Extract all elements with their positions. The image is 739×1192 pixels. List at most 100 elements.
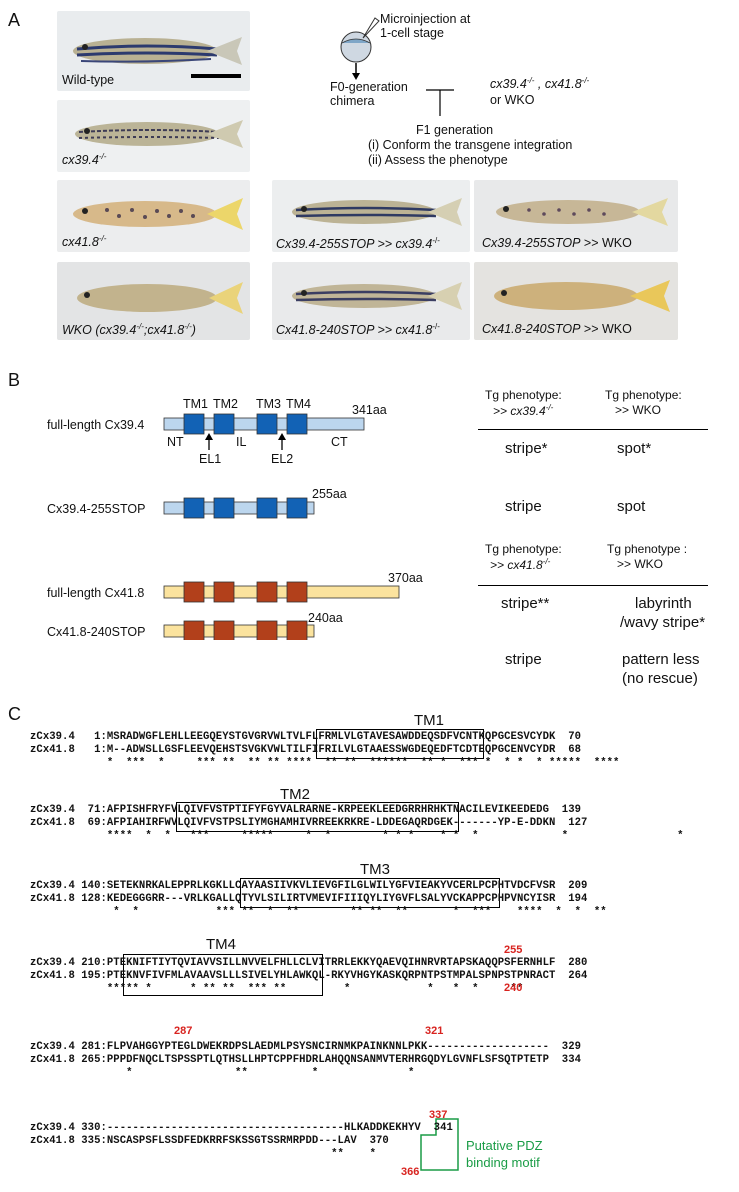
mut-label-337: 337: [429, 1109, 448, 1121]
t1-r1c1: stripe*: [505, 440, 548, 457]
seq-b3-l2: zCx41.8 128:KEDEGGGRR---VRLKGALLQTYVLSIL…: [30, 893, 588, 905]
seq-b2-l3: **** * * *** ***** * * * * * * * * * *: [30, 830, 684, 842]
label-rescue-1: Cx39.4-255STOP >> cx39.4-/-: [276, 236, 440, 252]
scheme-cross2: or WKO: [490, 93, 535, 107]
tm4-box: [123, 954, 323, 996]
seq-b1-l1: zCx39.4 1:MSRADWGFLEHLLEEGQEYSTGVGRVWLTV…: [30, 731, 582, 743]
domain-el2: EL2: [271, 452, 294, 466]
t2-r1c2b: /wavy stripe*: [620, 614, 706, 631]
fish-photo-cx418: [57, 180, 250, 252]
tm2-box: [176, 802, 459, 832]
pdz-box: [420, 1118, 459, 1171]
fish-photo-rescue-1: [272, 180, 470, 252]
construct-fl418: full-length Cx41.8: [47, 586, 145, 600]
t1-rule: [478, 429, 708, 430]
construct-fl394: full-length Cx39.4: [47, 418, 145, 432]
t2-h2b: >> WKO: [617, 557, 664, 571]
t1-h2b: >> WKO: [615, 403, 662, 417]
seq-b3-l1: zCx39.4 140:SETEKNRKALEPPRLKGKLLCAYAASII…: [30, 880, 588, 892]
len-fl394: 341aa: [352, 403, 387, 417]
scheme-micro1: Microinjection at: [380, 12, 471, 26]
domain-tm3: TM3: [256, 397, 281, 411]
mut-label-240: 240: [504, 982, 523, 994]
t2-r1c2a: labyrinth: [635, 595, 692, 612]
seq-b4-l1: zCx39.4 210:PTEKNIFTIYTQVIAVVSILLNVVELFH…: [30, 957, 588, 969]
seq-b1-l2: zCx41.8 1:M--ADWSLLGSFLEEVQEHSTSVGKVWLTI…: [30, 744, 582, 756]
seq-b2-l2: zCx41.8 69:AFPIAHIRFWVLQIVFVSTPSLIYMGHAM…: [30, 817, 588, 829]
tm1-label: TM1: [414, 712, 444, 729]
domain-tm4: TM4: [286, 397, 311, 411]
len-t394: 255aa: [312, 487, 347, 501]
seq-b5-l2: zCx41.8 265:PPPDFNQCLTSPSSPTLQTHSLLHPTCP…: [30, 1054, 582, 1066]
seq-b4-l2: zCx41.8 195:PTEKNVFIVFMLAVAAVSLLLSIVELYH…: [30, 970, 588, 982]
domain-tm1: TM1: [183, 397, 208, 411]
construct-t394: Cx39.4-255STOP: [47, 502, 146, 516]
tm1-box: [316, 729, 484, 759]
fish-photo-wko: [57, 262, 250, 340]
label-rescue-3: Cx41.8-240STOP >> cx41.8-/-: [276, 322, 440, 338]
t2-h1b: >> cx41.8-/-: [490, 557, 551, 572]
mut-label-366: 366: [401, 1166, 420, 1178]
panel-b-letter: B: [8, 370, 21, 390]
label-rescue-4: Cx41.8-240STOP >> WKO: [482, 322, 632, 336]
label-wko: WKO (cx39.4-/-;cx41.8-/-): [62, 322, 196, 338]
label-cx394: cx39.4-/-: [62, 152, 107, 168]
fish-photo-rescue-2: [474, 180, 678, 252]
seq-b5-l3: * ** * *: [30, 1067, 415, 1079]
tm3-label: TM3: [360, 861, 390, 878]
scheme-micro2: 1-cell stage: [380, 26, 444, 40]
fish-photo-rescue-4: [474, 262, 678, 340]
scheme-cross1: cx39.4-/- , cx41.8-/-: [490, 76, 590, 92]
fish-photo-cx394: [57, 100, 250, 172]
fish-photo-rescue-3: [272, 262, 470, 340]
tm3-box: [240, 878, 500, 908]
t1-r1c2: spot*: [617, 440, 652, 457]
t1-h2a: Tg phenotype:: [605, 388, 682, 402]
tm2-label: TM2: [280, 786, 310, 803]
scheme-f0-2: chimera: [330, 94, 375, 108]
panel-c-letter: C: [8, 704, 21, 724]
t2-r2c2a: pattern less: [622, 651, 700, 668]
seq-b3-l3: * * *** ** * ** ** ** ** * *** **** * * …: [30, 906, 607, 918]
tm4-label: TM4: [206, 936, 236, 953]
label-rescue-2: Cx39.4-255STOP >> WKO: [482, 236, 632, 250]
seq-b2-l1: zCx39.4 71:AFPISHFRYFVLQIVFVSTPTIFYFGYVA…: [30, 804, 582, 816]
scheme-step2: (ii) Assess the phenotype: [368, 153, 508, 167]
mut-label-287: 287: [174, 1025, 193, 1037]
fish-photo-wild-type: [57, 11, 250, 91]
t1-r2c2: spot: [617, 498, 646, 515]
t2-r2c1: stripe: [505, 651, 542, 668]
seq-b6-l1: zCx39.4 330:----------------------------…: [30, 1122, 453, 1134]
domain-il: IL: [236, 435, 247, 449]
seq-b4-l3: ***** * * ** ** *** ** * * * * **: [30, 983, 524, 995]
t1-r2c1: stripe: [505, 498, 542, 515]
seq-b5-l1: zCx39.4 281:FLPVAHGGYPTEGLDWEKRDPSLAEDML…: [30, 1041, 582, 1053]
seq-b1-l3: * *** * *** ** ** ** **** ** ** ****** *…: [30, 757, 620, 769]
t2-r1c1: stripe**: [501, 595, 550, 612]
t2-h1a: Tg phenotype:: [485, 542, 562, 556]
domain-nt: NT: [167, 435, 184, 449]
construct-t418: Cx41.8-240STOP: [47, 625, 146, 639]
len-t418: 240aa: [308, 611, 343, 625]
panel-a-letter: A: [8, 10, 21, 30]
injection-scheme: [340, 17, 454, 116]
t1-h1b: >> cx39.4-/-: [493, 403, 554, 418]
scheme-f0-1: F0-generation: [330, 80, 408, 94]
domain-tm2: TM2: [213, 397, 238, 411]
t2-h2a: Tg phenotype :: [607, 542, 688, 556]
seq-b6-l2: zCx41.8 335:NSCASPSFLSSDFEDKRRFSKSSGTSSR…: [30, 1135, 389, 1147]
len-fl418: 370aa: [388, 571, 423, 585]
domain-el1: EL1: [199, 452, 222, 466]
construct-diagram: [163, 413, 400, 640]
mut-label-321: 321: [425, 1025, 444, 1037]
t1-h1a: Tg phenotype:: [485, 388, 562, 402]
mut-label-255: 255: [504, 944, 523, 956]
label-wild-type: Wild-type: [62, 73, 115, 87]
scheme-step1: (i) Conform the transgene integration: [368, 138, 573, 152]
scheme-f1: F1 generation: [416, 123, 494, 137]
label-cx418: cx41.8-/-: [62, 234, 107, 250]
t2-rule: [478, 585, 708, 586]
seq-b6-l3: ** *: [30, 1148, 376, 1160]
t2-r2c2b: (no rescue): [622, 670, 698, 687]
